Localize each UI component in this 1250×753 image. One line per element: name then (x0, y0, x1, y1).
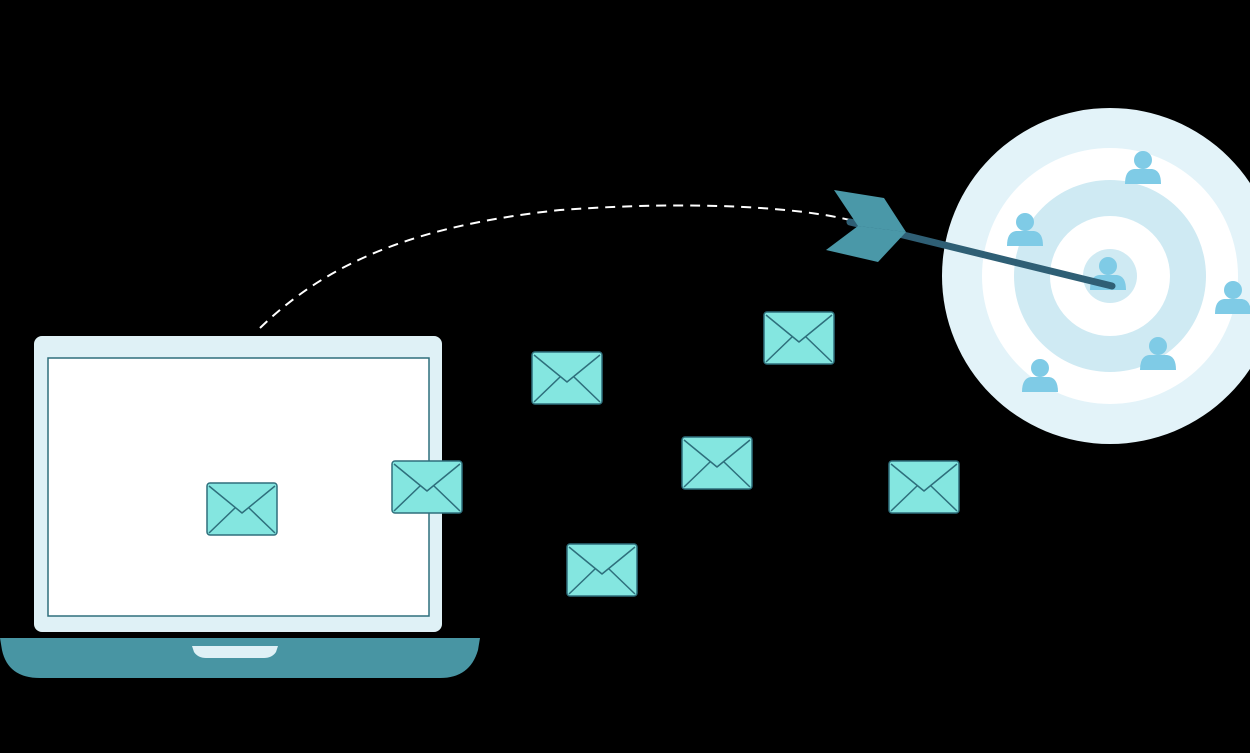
envelope-icon (531, 351, 603, 405)
arrow-icon (826, 190, 1116, 290)
envelope-icon (763, 311, 835, 365)
envelope-icon (888, 460, 960, 514)
envelope-icon (566, 543, 638, 597)
arrow-fletching-bottom (826, 226, 906, 262)
trajectory-path (259, 204, 851, 329)
arrow-fletching-top (834, 190, 906, 232)
envelope-icon (206, 482, 278, 536)
envelope-icon (681, 436, 753, 490)
laptop-notch (192, 646, 278, 658)
envelope-icon (391, 460, 463, 514)
